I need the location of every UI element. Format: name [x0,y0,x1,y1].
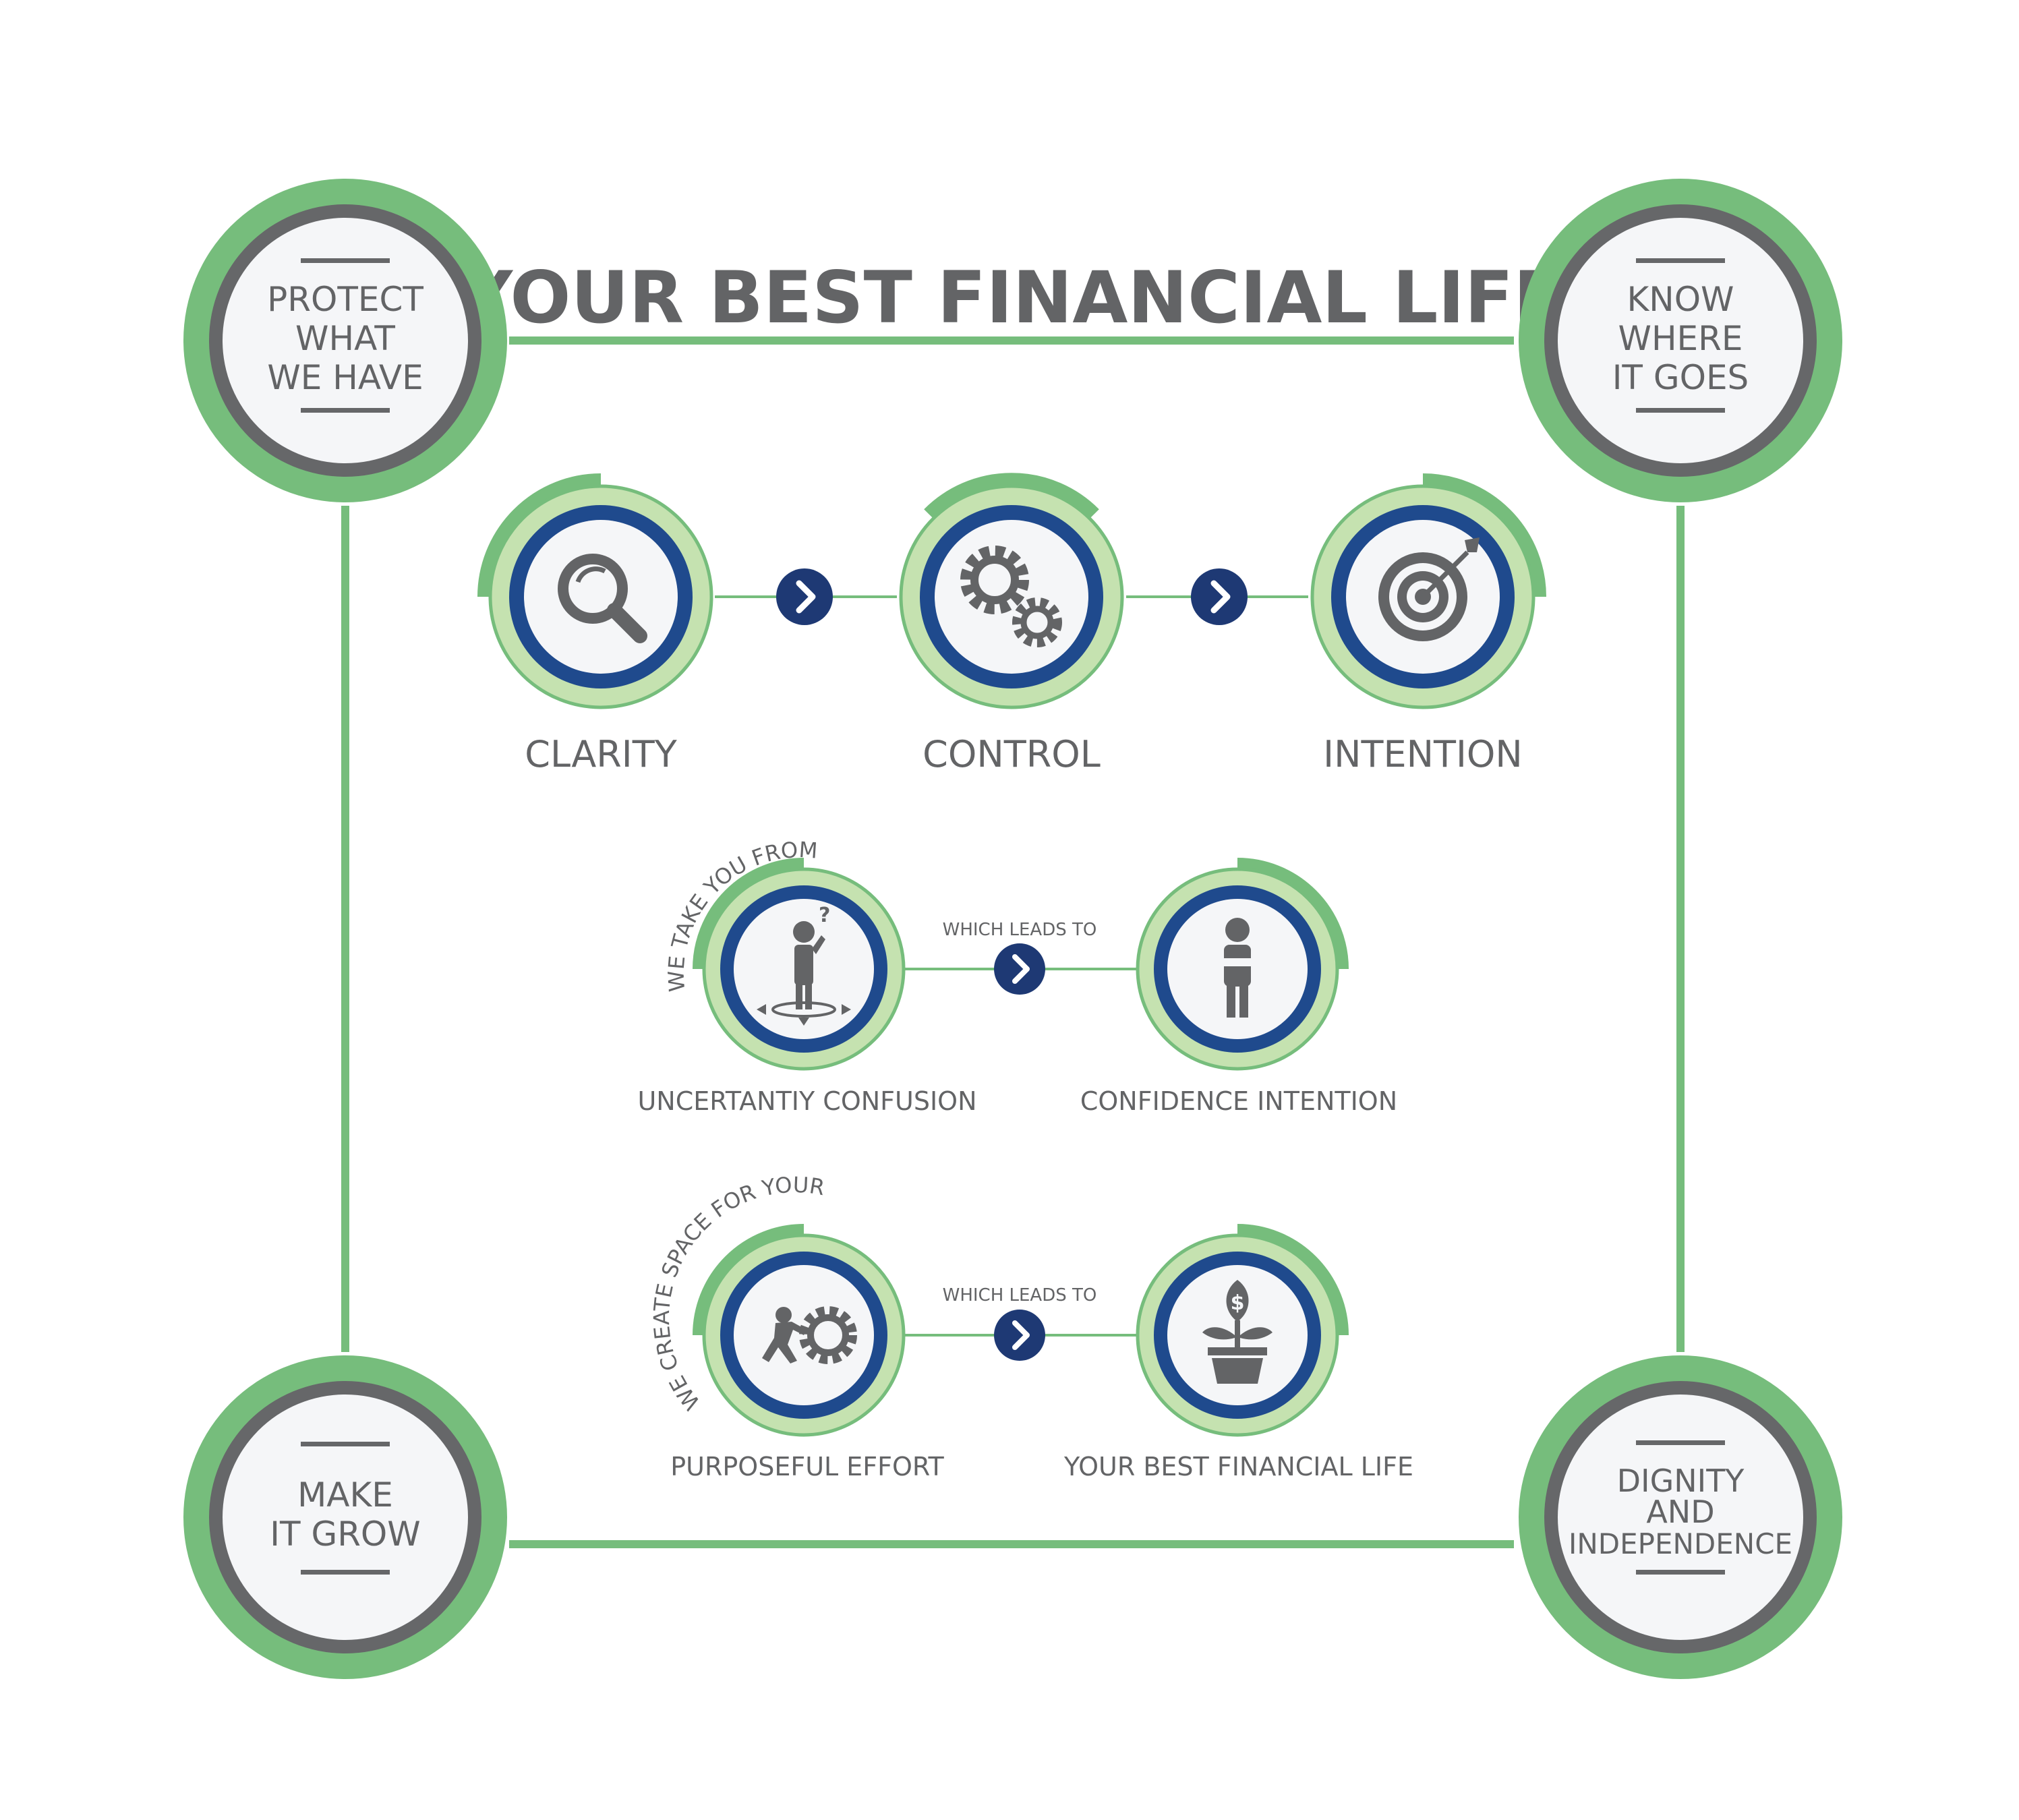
corner-label-line: WHAT [295,319,395,358]
frame [341,336,1685,1548]
to-label-confidence: CONFIDENCE INTENTION [1080,1086,1397,1116]
gears-icon [960,546,1062,647]
chevron-right-icon [994,943,1045,995]
corner-label-line: AND [1646,1494,1714,1530]
step-label-control: CONTROL [923,733,1101,775]
page-title: YOUR BEST FINANCIAL LIFE [459,256,1562,339]
step-label-clarity: CLARITY [525,733,677,775]
corner-circle-top-left: PROTECT WHAT WE HAVE [183,179,507,502]
pushing-gear-icon [762,1306,857,1364]
corner-label-line: MAKE [297,1475,393,1515]
to-circle-best-life: $ [1136,1224,1349,1437]
step-circle-intention [1310,473,1546,709]
corner-label-line: WE HAVE [267,358,423,397]
corner-label-line: IT GOES [1612,358,1749,397]
svg-text:?: ? [819,904,830,927]
leads-to-label: WHICH LEADS TO [943,1285,1097,1305]
corner-label-line: INDEPENDENCE [1569,1527,1792,1560]
corner-label-line: KNOW [1627,280,1734,319]
corner-circle-bottom-left: MAKE IT GROW [183,1355,507,1679]
to-circle-confidence [1136,858,1349,1071]
confused-person-icon: ? [757,904,851,1026]
step-circle-control [899,473,1124,709]
money-plant-icon: $ [1202,1280,1272,1384]
chevron-right-icon [1191,568,1248,625]
from-circle-effort [693,1224,906,1437]
corner-label-line: DIGNITY [1617,1463,1745,1499]
confident-person-icon [1220,918,1255,1018]
corner-label-line: WHERE [1618,319,1743,358]
chevron-right-icon [776,568,833,625]
chevron-right-icon [994,1310,1045,1361]
step-circle-clarity [477,473,713,709]
leads-to-label: WHICH LEADS TO [943,920,1097,940]
svg-text:$: $ [1231,1291,1245,1315]
to-label-best-life: YOUR BEST FINANCIAL LIFE [1063,1452,1413,1481]
target-icon [1378,537,1480,641]
step-label-intention: INTENTION [1323,733,1523,775]
from-circle-uncertainty: ? [693,858,906,1071]
from-label-uncertainty: UNCERTANTIY CONFUSION [637,1086,976,1116]
corner-label-line: IT GROW [270,1515,420,1554]
corner-circle-top-right: KNOW WHERE IT GOES [1519,179,1842,502]
corner-circle-bottom-right: DIGNITY AND INDEPENDENCE [1519,1355,1842,1679]
corner-label-line: PROTECT [267,280,423,319]
from-label-effort: PURPOSEFUL EFFORT [670,1452,944,1481]
magnifier-icon [558,554,647,643]
